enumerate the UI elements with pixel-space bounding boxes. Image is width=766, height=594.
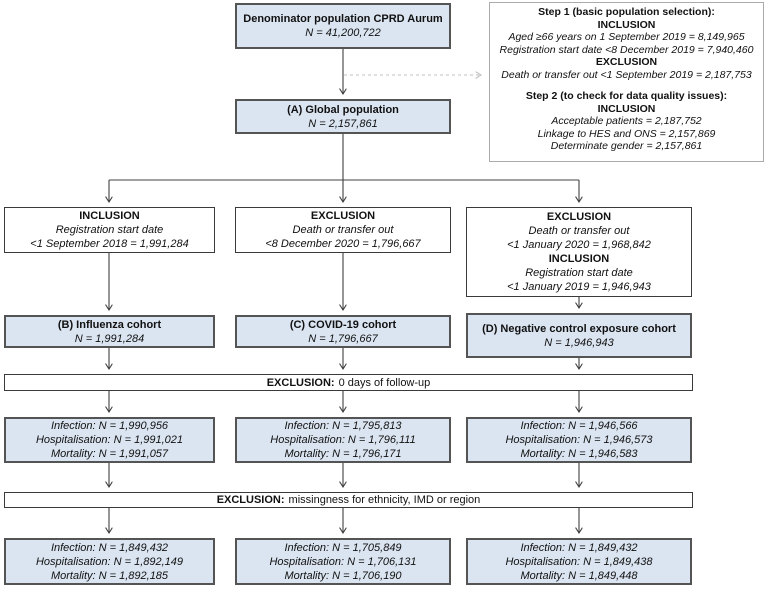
step2-line: Linkage to HES and ONS = 2,157,869 xyxy=(537,127,716,140)
exclusion-bar-label: EXCLUSION: xyxy=(266,376,335,389)
outcome-line: Infection: N = 1,849,432 xyxy=(520,541,638,554)
criteria-label: INCLUSION xyxy=(548,253,610,265)
criteria-line: Death or transfer out xyxy=(292,224,394,236)
exclusion-bar-missingness: EXCLUSION: missingness for ethnicity, IM… xyxy=(4,492,693,508)
step1-inclusion-line: Registration start date <8 December 2019… xyxy=(499,43,754,56)
steps-note-box: Step 1 (basic population selection): INC… xyxy=(489,2,764,162)
step1-title: Step 1 (basic population selection): xyxy=(538,6,715,18)
covid19-cohort-box: (C) COVID-19 cohort N = 1,796,667 xyxy=(235,315,451,348)
outcome-line: Infection: N = 1,849,432 xyxy=(50,541,169,554)
outcome-line: Mortality: N = 1,706,190 xyxy=(284,569,402,582)
cohort-title: (C) COVID-19 cohort xyxy=(289,318,397,331)
global-title: (A) Global population xyxy=(287,103,399,116)
exclusion-bar-text: missingness for ethnicity, IMD or region xyxy=(288,494,481,506)
influenza-cohort-box: (B) Influenza cohort N = 1,991,284 xyxy=(4,315,215,348)
outcome-line: Hospitalisation: N = 1,946,573 xyxy=(505,434,653,446)
criteria-line: Registration start date xyxy=(55,224,164,236)
criteria-line: <8 December 2020 = 1,796,667 xyxy=(265,238,421,250)
denominator-title: Denominator population CPRD Aurum xyxy=(243,13,443,25)
criteria-line: <1 January 2019 = 1,946,943 xyxy=(507,281,651,293)
criteria-line: Death or transfer out xyxy=(528,225,630,237)
outcome-line: Mortality: N = 1,796,171 xyxy=(284,448,402,460)
inclusion-criteria-box-influenza: INCLUSION Registration start date <1 Sep… xyxy=(4,207,215,253)
cohort-n: N = 1,991,284 xyxy=(74,332,145,345)
exclusion-bar-followup: EXCLUSION: 0 days of follow-up xyxy=(4,374,693,391)
outcomes-box-influenza-2: Infection: N = 1,849,432 Hospitalisation… xyxy=(4,538,215,585)
outcome-line: Infection: N = 1,705,849 xyxy=(284,541,402,554)
outcome-line: Mortality: N = 1,991,057 xyxy=(50,448,169,460)
step1-inclusion-line: Aged ≥66 years on 1 September 2019 = 8,1… xyxy=(508,31,745,43)
cohort-n: N = 1,946,943 xyxy=(544,336,614,349)
outcomes-box-negative-control-1: Infection: N = 1,946,566 Hospitalisation… xyxy=(466,417,692,463)
outcome-line: Infection: N = 1,946,566 xyxy=(520,420,638,432)
outcomes-box-negative-control-2: Infection: N = 1,849,432 Hospitalisation… xyxy=(466,538,692,585)
step2-line: Determinate gender = 2,157,861 xyxy=(550,140,703,152)
outcomes-box-covid-2: Infection: N = 1,705,849 Hospitalisation… xyxy=(235,538,451,585)
step1-exclusion-line: Death or transfer out <1 September 2019 … xyxy=(501,68,752,81)
criteria-box-negative-control: EXCLUSION Death or transfer out <1 Janua… xyxy=(466,207,692,297)
outcome-line: Hospitalisation: N = 1,892,149 xyxy=(35,555,184,568)
exclusion-bar-text: 0 days of follow-up xyxy=(338,376,431,389)
global-n: N = 2,157,861 xyxy=(308,117,378,130)
denominator-n: N = 41,200,722 xyxy=(305,27,381,39)
criteria-line: <1 September 2018 = 1,991,284 xyxy=(30,238,189,250)
exclusion-criteria-box-covid: EXCLUSION Death or transfer out <8 Decem… xyxy=(235,207,451,253)
outcome-line: Mortality: N = 1,946,583 xyxy=(520,448,638,460)
outcome-line: Hospitalisation: N = 1,706,131 xyxy=(269,555,417,568)
outcome-line: Hospitalisation: N = 1,796,111 xyxy=(270,434,416,446)
outcome-line: Hospitalisation: N = 1,991,021 xyxy=(35,434,184,446)
exclusion-bar-label: EXCLUSION: xyxy=(216,494,285,506)
step2-inclusion-label: INCLUSION xyxy=(597,102,656,115)
criteria-label: INCLUSION xyxy=(79,210,140,222)
cohort-n: N = 1,796,667 xyxy=(308,332,378,345)
outcomes-box-influenza-1: Infection: N = 1,990,956 Hospitalisation… xyxy=(4,417,215,463)
outcome-line: Mortality: N = 1,892,185 xyxy=(50,569,169,582)
criteria-line: <1 January 2020 = 1,968,842 xyxy=(507,239,651,251)
step1-exclusion-label: EXCLUSION xyxy=(595,56,658,68)
denominator-population-box: Denominator population CPRD Aurum N = 41… xyxy=(235,3,451,49)
step1-inclusion-label: INCLUSION xyxy=(597,18,656,31)
criteria-line: Registration start date xyxy=(525,267,633,279)
negative-control-cohort-box: (D) Negative control exposure cohort N =… xyxy=(466,313,692,358)
outcome-line: Infection: N = 1,795,813 xyxy=(284,420,402,432)
outcome-line: Infection: N = 1,990,956 xyxy=(50,420,169,432)
criteria-label: EXCLUSION xyxy=(310,210,376,222)
step2-line: Acceptable patients = 2,187,752 xyxy=(551,115,702,127)
outcomes-box-covid-1: Infection: N = 1,795,813 Hospitalisation… xyxy=(235,417,451,463)
step2-title: Step 2 (to check for data quality issues… xyxy=(525,90,728,102)
global-population-box: (A) Global population N = 2,157,861 xyxy=(235,99,451,134)
cohort-title: (D) Negative control exposure cohort xyxy=(482,322,676,335)
criteria-label: EXCLUSION xyxy=(546,211,612,223)
outcome-line: Mortality: N = 1,849,448 xyxy=(520,569,638,582)
cohort-title: (B) Influenza cohort xyxy=(57,318,162,331)
outcome-line: Hospitalisation: N = 1,849,438 xyxy=(505,555,653,568)
